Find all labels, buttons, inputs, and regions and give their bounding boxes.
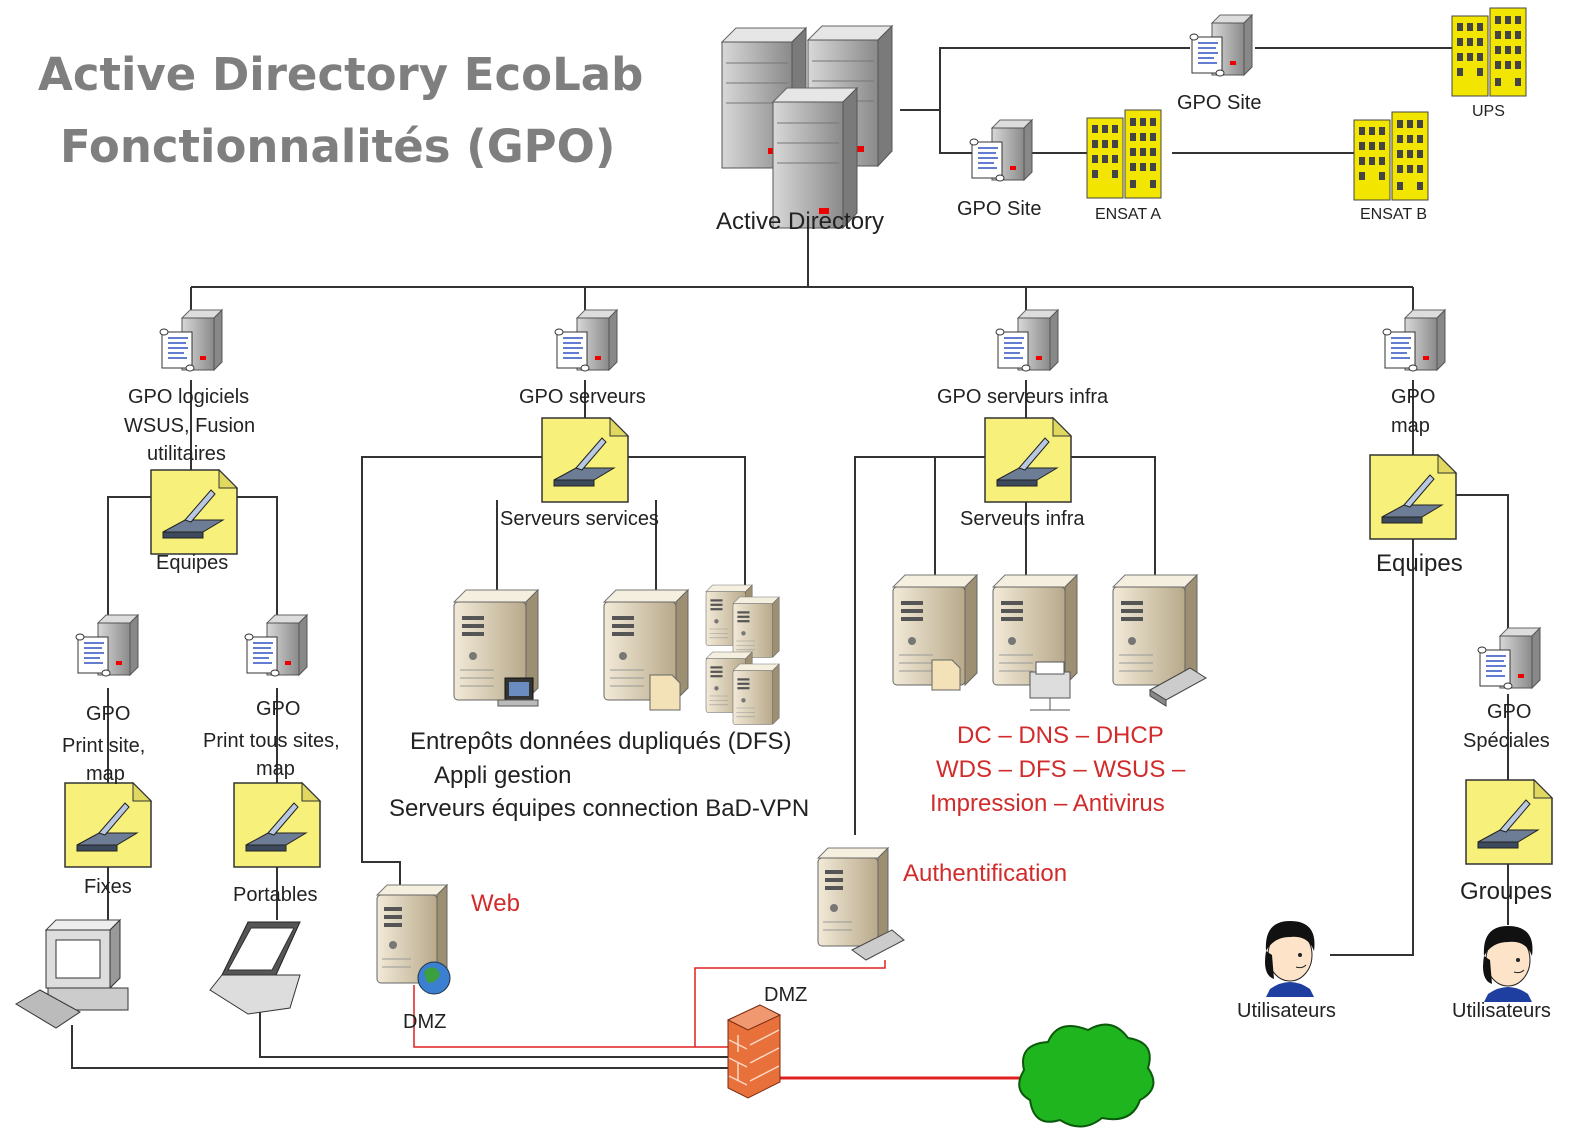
firewall-icon — [726, 1004, 782, 1099]
gpo-print-tous-label-3: map — [256, 758, 295, 780]
authentification-label: Authentification — [903, 860, 1068, 887]
services-server-1-icon — [453, 589, 539, 707]
fixes-label: Fixes — [84, 876, 132, 898]
equipes-left-label: Equipes — [156, 552, 229, 574]
dmz-links — [413, 960, 1020, 1080]
utilisateurs-2-label: Utilisateurs — [1452, 1000, 1551, 1022]
portables-label: Portables — [233, 884, 318, 906]
title-line-1: Active Directory EcoLab — [38, 48, 644, 101]
ensat-a-building-icon — [1086, 109, 1162, 199]
infra-desc-line-1: DC – DNS – DHCP — [957, 722, 1164, 749]
groupes-label: Groupes — [1460, 878, 1553, 905]
gpo-print-tous-label-2: Print tous sites, — [203, 730, 340, 752]
active-directory-server-icon — [721, 25, 893, 229]
internet-cloud-icon — [1018, 1023, 1155, 1128]
serveurs-infra-label: Serveurs infra — [960, 508, 1085, 530]
services-desc-line-2: Appli gestion — [434, 762, 572, 789]
dmz-label-1: DMZ — [403, 1011, 447, 1033]
gpo-print-site-icon — [75, 614, 139, 677]
services-server-2-icon — [603, 589, 689, 711]
gpo-serveurs-label: GPO serveurs — [519, 386, 646, 408]
services-desc-line-1: Entrepôts données dupliqués (DFS) — [410, 728, 792, 755]
auth-server-icon — [817, 847, 905, 961]
infra-server-2-icon — [992, 574, 1078, 711]
gpo-site-2-icon — [969, 119, 1033, 182]
gpo-print-site-label-2: Print site, — [62, 735, 146, 757]
ou-fixes-icon — [64, 782, 152, 868]
infra-desc-line-2: WDS – DFS – WSUS – — [936, 756, 1186, 783]
infra-server-1-icon — [892, 574, 978, 691]
ensat-a-label: ENSAT A — [1095, 206, 1162, 223]
ou-equipes-right-icon — [1369, 454, 1457, 540]
web-server-icon — [376, 884, 451, 995]
infra-server-3-icon — [1112, 574, 1207, 707]
equipes-right-label: Equipes — [1376, 550, 1463, 577]
ensat-b-label: ENSAT B — [1360, 206, 1427, 223]
web-label: Web — [471, 890, 520, 917]
gpo-print-tous-label-1: GPO — [256, 698, 301, 720]
services-desc-line-3: Serveurs équipes connection BaD-VPN — [389, 795, 810, 822]
ensat-b-building-icon — [1353, 111, 1429, 201]
gpo-site-2-label: GPO Site — [957, 198, 1042, 220]
dmz-label-2: DMZ — [764, 984, 808, 1006]
services-server-cluster-icon — [705, 584, 780, 725]
gpo-print-site-label-1: GPO — [86, 703, 131, 725]
user-icon-2 — [1482, 925, 1533, 1003]
gpo-logiciels-icon — [159, 309, 223, 372]
gpo-print-site-label-3: map — [86, 763, 125, 785]
gpo-logiciels-label-3: utilitaires — [147, 443, 226, 465]
gpo-speciales-icon — [1477, 627, 1541, 690]
infra-desc-line-3: Impression – Antivirus — [930, 790, 1165, 817]
utilisateurs-1-label: Utilisateurs — [1237, 1000, 1336, 1022]
gpo-logiciels-label-2: WSUS, Fusion — [124, 415, 256, 437]
gpo-speciales-label-1: GPO — [1487, 701, 1532, 723]
ou-equipes-left-icon — [150, 469, 238, 555]
gpo-site-1-label: GPO Site — [1177, 92, 1262, 114]
gpo-serveurs-infra-label: GPO serveurs infra — [937, 386, 1109, 408]
ou-groupes-icon — [1465, 779, 1553, 865]
ou-serveurs-services-icon — [541, 417, 629, 503]
user-icon-1 — [1264, 920, 1315, 998]
serveurs-services-label: Serveurs services — [500, 508, 659, 530]
gpo-site-1-icon — [1189, 14, 1253, 77]
active-directory-label: Active Directory — [716, 208, 885, 235]
gpo-speciales-label-2: Spéciales — [1463, 730, 1550, 752]
gpo-serveurs-infra-icon — [995, 309, 1059, 372]
gpo-map-label-1: GPO — [1391, 386, 1436, 408]
gpo-serveurs-icon — [554, 309, 618, 372]
gpo-map-label-2: map — [1391, 415, 1430, 437]
laptop-icon — [209, 921, 301, 1015]
title-line-2: Fonctionnalités (GPO) — [60, 120, 616, 173]
ou-serveurs-infra-icon — [984, 417, 1072, 503]
ups-building-icon — [1451, 7, 1527, 97]
gpo-map-icon — [1382, 309, 1446, 372]
gpo-print-tous-icon — [244, 614, 308, 677]
desktop-computer-icon — [15, 918, 129, 1029]
gpo-logiciels-label-1: GPO logiciels — [128, 386, 250, 408]
ou-portables-icon — [233, 782, 321, 868]
ups-label: UPS — [1472, 103, 1505, 120]
